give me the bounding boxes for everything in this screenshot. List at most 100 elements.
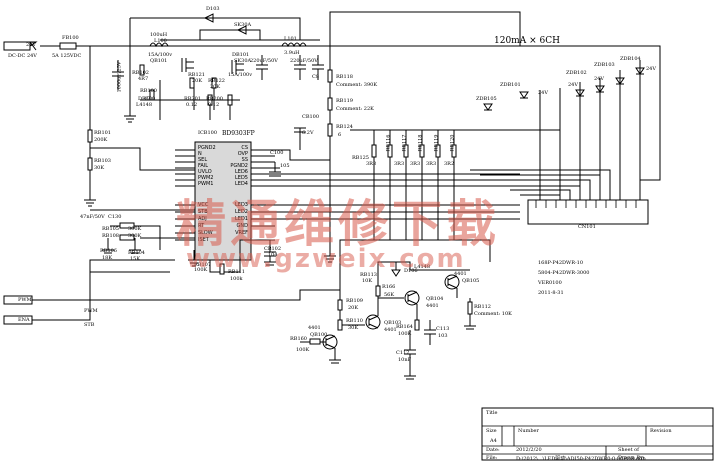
rb122-ref: RB122	[208, 78, 225, 84]
rb112-val: Comment: 10K	[474, 311, 512, 317]
rb108-ref: RB108	[102, 233, 119, 239]
rb103-val: 30K	[94, 165, 105, 171]
ic-pin: STB	[198, 209, 208, 215]
current-note: 120mA × 6CH	[494, 36, 560, 46]
rb201-ref: RB201	[184, 96, 201, 102]
connector-cn101	[527, 199, 649, 225]
qb104-val: 4401	[426, 303, 439, 309]
input-source-label: DC-DC 24V	[8, 53, 37, 59]
zd105-ref: ZDB105	[476, 96, 497, 102]
rb103-ref: RB103	[94, 158, 111, 164]
rb166-ref: R166	[382, 284, 396, 290]
zd104-ref: ZDB104	[620, 56, 641, 62]
rb101-val: 200K	[94, 137, 108, 143]
c130-val: 47nF/50V	[80, 214, 105, 220]
tb-sheet-label: Sheet of	[618, 447, 640, 453]
rb124-val: 6	[338, 132, 342, 138]
cb100-val: 6.2V	[302, 130, 314, 136]
ic-pin: CS	[241, 145, 248, 151]
rb104-val: 15K	[130, 256, 141, 262]
zd103-ref: ZDB103	[594, 62, 615, 68]
stb-net-label: STB	[84, 322, 95, 328]
ic-pin: FAIL	[198, 163, 209, 169]
cb107-val: C8	[312, 74, 320, 80]
fuse-fb100	[59, 42, 77, 50]
tb-size-value: A4	[490, 438, 497, 444]
db101-ref: DB101	[232, 52, 250, 58]
rb105-ref: RB105	[102, 226, 119, 232]
tb-size-label: Size	[486, 428, 497, 434]
title-block	[481, 407, 714, 461]
ic-pin: LED1	[235, 216, 248, 222]
fuse-value-label: 5A 125VDC	[52, 53, 82, 59]
resistor-value: 3R3	[394, 161, 405, 167]
resistor-value: 3R3	[410, 161, 421, 167]
rb121-val: 20K	[192, 78, 203, 84]
ic-pin: LED4	[235, 181, 248, 187]
ic-pin: N	[198, 151, 202, 157]
watermark-chinese: 精通维修下载	[176, 195, 500, 253]
rb101-ref: RB101	[94, 130, 111, 136]
ic-pin: ADJ	[198, 216, 207, 222]
rb106-val: 18K	[102, 255, 113, 261]
cb100-ref: CB100	[302, 114, 320, 120]
rb160-val: 100K	[296, 347, 310, 353]
ic-pin: SS	[241, 157, 248, 163]
d103-label: D103	[206, 6, 220, 12]
zd-volt: 24V	[568, 82, 578, 88]
zd102-ref: ZDB102	[566, 70, 587, 76]
l101b-label: L101	[284, 36, 297, 42]
tb-revision-label: Revision	[650, 428, 672, 434]
cb106-val: 220uF/50V	[290, 58, 318, 64]
qb103-val: 4401	[384, 327, 397, 333]
rb121-ref: RB121	[188, 72, 205, 78]
zd-volt: 24V	[538, 90, 548, 96]
rb100-val: 47	[144, 96, 151, 102]
cb112-val: 10nF	[398, 357, 412, 363]
ic-pin: PWM1	[198, 181, 214, 187]
rb118-val: Comment: 390K	[336, 82, 378, 88]
c100-ref: C100	[270, 150, 284, 156]
fuse-ref-label: FB100	[62, 35, 79, 41]
zd-volt: 24V	[646, 66, 656, 72]
ic-pin: LED3	[235, 202, 248, 208]
cb102-val: 104	[268, 252, 278, 258]
cb113-ref: C113	[436, 326, 450, 332]
ic-pin: GND	[236, 223, 248, 229]
ic-pin: LED2	[235, 209, 248, 215]
cb104-val: 1000uF/25V	[116, 61, 123, 93]
db100-ref: DB100	[138, 96, 156, 102]
note-line: 2011-8-31	[538, 290, 564, 296]
ic-pin: LED6	[235, 169, 248, 175]
q100-label: 15A/100v	[148, 52, 173, 58]
ic-pin: VREF	[235, 230, 248, 236]
db101-val: SK30A	[234, 58, 252, 64]
rb113-ref: RB113	[360, 272, 377, 278]
tb-file-value: D:\2012\...\LED驱动\ADI50-P42DWR0-0-00PGR.…	[516, 456, 646, 462]
tb-date-label: Date:	[486, 447, 500, 453]
cn101-label: CN101	[578, 224, 596, 230]
tb-drawn-label: Drawn By:	[618, 455, 645, 461]
qb105-val: 4401	[454, 271, 467, 277]
rb124-ref: RB124	[336, 124, 353, 130]
c100-val: 105	[280, 163, 290, 169]
qb105-ref: QB105	[462, 278, 480, 284]
l100-label: L100	[154, 38, 167, 44]
pwm-port-label: PWM	[18, 297, 32, 303]
ic-pin: PGND2	[198, 145, 216, 151]
rb107-ref: RB107	[194, 262, 211, 268]
rb116-ref: RB116	[385, 134, 392, 152]
rb109-ref: RB109	[346, 298, 363, 304]
qb101-ref: QB101	[150, 58, 168, 64]
ic-pin: ISET	[198, 237, 209, 243]
ic-left-pins: PGND2 N SEL FAIL UVLO PWM2 PWM1	[198, 145, 216, 187]
ic-pin: PWM2	[198, 175, 214, 181]
d106-val: L4148	[414, 264, 431, 270]
qb101b-val: 15A/100v	[228, 72, 253, 78]
tb-date-value: 2012/2/20	[516, 447, 542, 453]
ic-right-pins: CS OVP SS PGND2 LED6 LED5 LED4	[228, 145, 248, 187]
rb111-val: 100k	[230, 276, 243, 282]
resistor-value: 3R3	[426, 161, 437, 167]
rb160-ref: RB160	[290, 336, 307, 342]
